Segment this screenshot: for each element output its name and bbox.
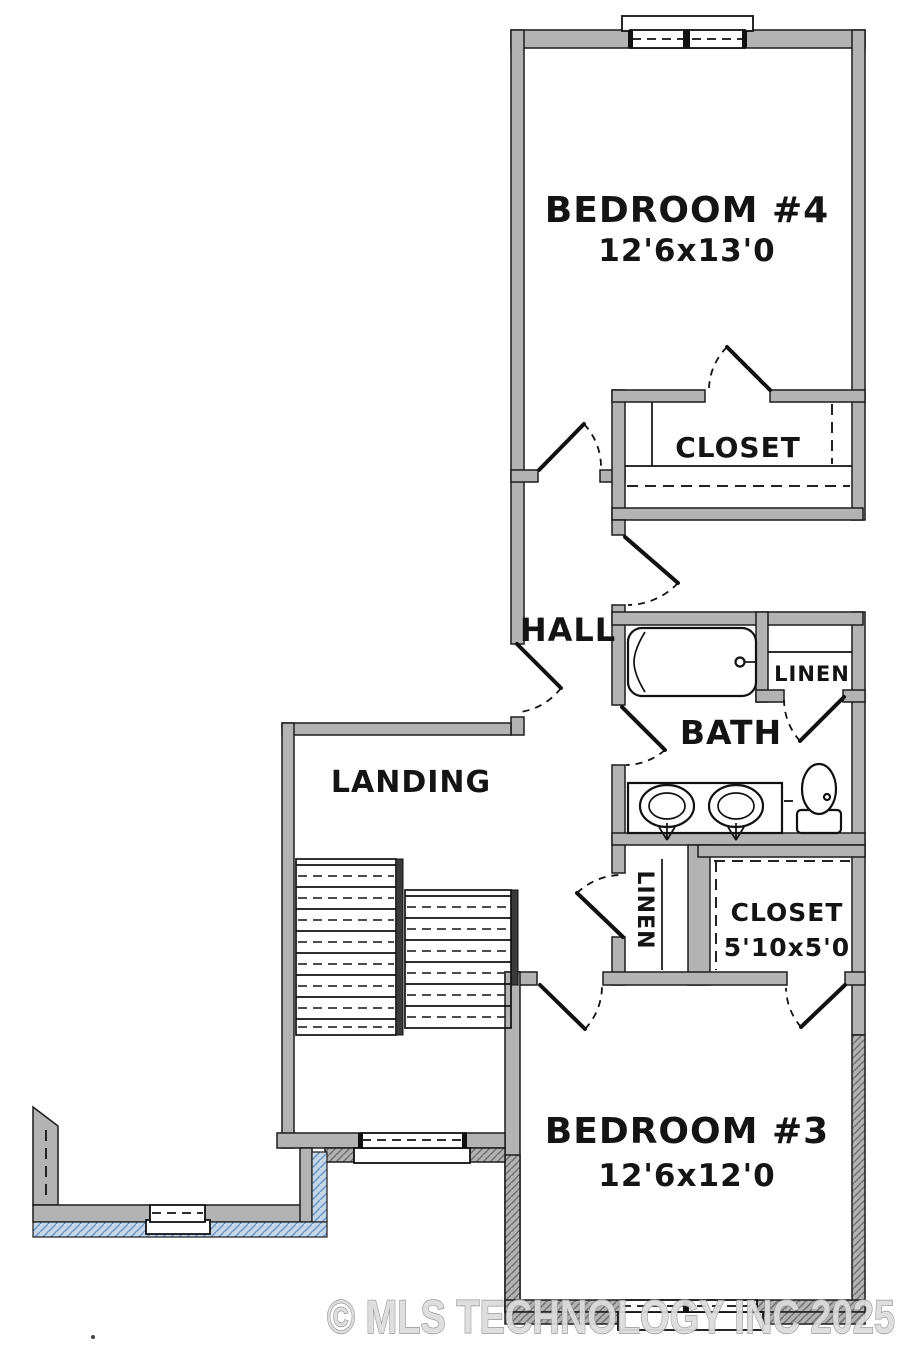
room-labels: BEDROOM #4 12'6x13'0 CLOSET HALL BATH LI… — [331, 190, 850, 1194]
linen-hall-label: LINEN — [632, 870, 657, 949]
bedroom3-label: BEDROOM #3 — [545, 1111, 829, 1152]
closet2-dimensions: 5'10x5'0 — [724, 933, 850, 962]
landing-label: LANDING — [331, 765, 491, 800]
wall-landing-bottom-left — [276, 1132, 361, 1149]
sink-left-faucet — [658, 823, 676, 841]
wall-west-upper — [510, 29, 525, 645]
wall-porch-bottom-left — [32, 1204, 151, 1223]
door-hall-west-arc — [519, 687, 562, 713]
door-closet2-arc — [785, 987, 802, 1028]
wall-divider-stub1 — [611, 519, 626, 536]
staircase — [295, 858, 512, 1036]
window-porch — [149, 1204, 206, 1223]
stair-center-divider — [395, 858, 404, 1036]
door-bedroom3-arc — [584, 986, 603, 1030]
bathtub-head-line — [633, 631, 646, 693]
window-landing-sill — [353, 1147, 471, 1164]
linen-bath-label: LINEN — [774, 662, 850, 686]
bedroom4-dimensions: 12'6x13'0 — [598, 233, 775, 269]
door-corridor-arc — [627, 582, 679, 606]
door-linen-hall-arc — [576, 874, 622, 894]
wall-porch-right — [299, 1147, 313, 1223]
wall-linen1-bottom-right — [842, 689, 866, 703]
wall-bedroom3-top-mid — [602, 971, 788, 986]
closet-shelves — [625, 402, 852, 970]
wall-landing-bottom-right — [465, 1132, 506, 1149]
wall-linen1-bottom-left — [755, 689, 785, 703]
door-bedroom4-arc — [583, 423, 602, 469]
wall-closet4-left — [611, 389, 626, 521]
wall-east-upper — [851, 29, 866, 521]
door-bedroom3 — [538, 983, 587, 1031]
window-bedroom4-sill — [621, 15, 754, 32]
sink-left-icon — [638, 783, 696, 829]
wall-closet4-bottom — [611, 507, 864, 521]
wall-bath-top — [611, 611, 864, 626]
wall-bedroom4-bottom-left — [510, 469, 539, 483]
wall-tub-linen-divider — [755, 611, 769, 703]
bedroom4-label: BEDROOM #4 — [545, 190, 829, 231]
bedroom3-dimensions: 12'6x12'0 — [598, 1158, 775, 1194]
stair-flight-right-outline — [404, 889, 512, 1029]
toilet-icon — [800, 762, 838, 816]
window-landing-tick-left — [358, 1133, 363, 1148]
wall-east-lower-hatched — [851, 1034, 866, 1313]
wall-stair-side — [510, 889, 519, 986]
door-linen-hall — [575, 891, 625, 939]
wall-bedroom3-top-right — [844, 971, 866, 986]
wall-closet4-top-left — [611, 389, 706, 403]
stray-dot — [91, 1335, 95, 1339]
watermark-text: © MLS TECHNOLOGY INC 2025 — [327, 1290, 895, 1343]
door-closet4 — [725, 345, 772, 392]
door-closet4-arc — [708, 346, 728, 389]
wall-bedroom3-left-hatched — [504, 1154, 521, 1313]
wall-divider-stub2 — [611, 604, 626, 706]
door-corridor — [623, 535, 680, 585]
doors — [515, 345, 847, 1031]
closet2-label: CLOSET — [731, 898, 844, 927]
wall-closet2-top — [697, 844, 866, 858]
door-linen-bath-arc — [783, 699, 801, 742]
wall-divider-stub3 — [611, 764, 626, 874]
door-bedroom4 — [537, 422, 586, 472]
window-bedroom4-mullion — [683, 30, 690, 48]
door-closet2 — [799, 983, 847, 1029]
hall-label: HALL — [520, 611, 616, 649]
window-bedroom4-tick-right — [742, 30, 747, 48]
windows — [145, 15, 764, 1331]
sink-right-faucet — [727, 823, 745, 841]
window-bedroom3-mullion — [683, 1300, 689, 1312]
sink-right-icon — [707, 783, 765, 829]
closet4-label: CLOSET — [675, 431, 801, 464]
wall-landing-left — [281, 722, 295, 1149]
wall-linen2-closet2-divider — [687, 844, 711, 986]
wall-closet4-top-right — [769, 389, 866, 403]
wall-west-stub — [510, 716, 525, 736]
bathtub-faucet-icon — [734, 656, 746, 668]
wall-landing-top — [281, 722, 512, 736]
door-linen-bath — [798, 695, 846, 743]
toilet-handle — [822, 792, 832, 802]
bath-fixtures — [626, 626, 843, 841]
wall-porch-bottom-right — [204, 1204, 313, 1223]
door-hall-west — [515, 642, 563, 690]
door-bath — [620, 705, 667, 752]
door-bath-arc — [625, 749, 666, 766]
roof-band-vertical — [311, 1151, 328, 1223]
window-bedroom4-tick-left — [628, 30, 633, 48]
bath-label: BATH — [680, 713, 782, 752]
window-landing-tick-right — [462, 1133, 467, 1148]
